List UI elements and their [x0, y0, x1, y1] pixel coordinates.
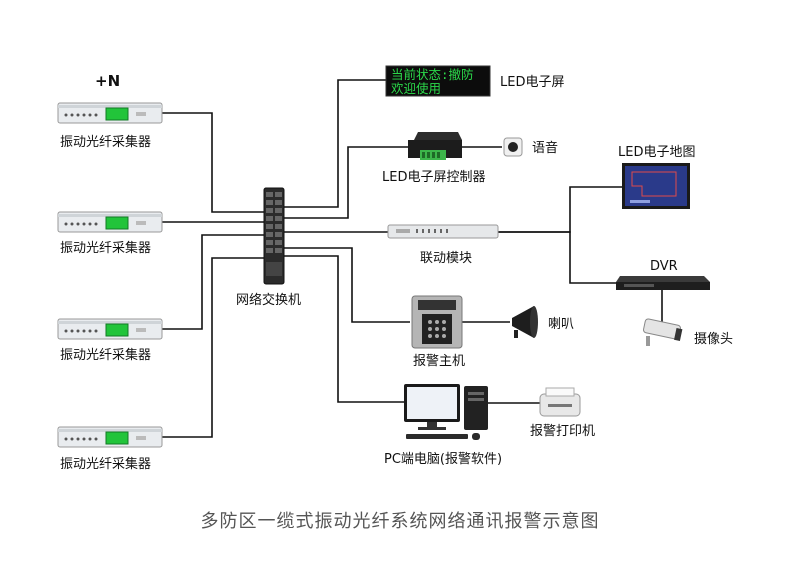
led-screen-label: LED电子屏 — [500, 75, 564, 90]
collector-4: 振动光纤采集器 — [57, 426, 163, 472]
led-controller-label: LED电子屏控制器 — [382, 170, 485, 185]
collector-3-label: 振动光纤采集器 — [60, 347, 151, 363]
camera-label: 摄像头 — [694, 332, 733, 347]
pc-label: PC端电脑(报警软件) — [384, 451, 502, 467]
desktop-pc-icon — [404, 384, 488, 440]
pc: PC端电脑(报警软件) — [384, 384, 502, 467]
linkage-module-label: 联动模块 — [420, 251, 472, 266]
receipt-printer-icon — [539, 387, 581, 417]
led-map-label: LED电子地图 — [618, 145, 695, 160]
horn: 喇叭 — [512, 306, 574, 338]
wire-switch-pc — [283, 255, 404, 403]
wire-module-map — [498, 186, 622, 233]
linkage-module: 联动模块 — [387, 224, 499, 266]
printer-label: 报警打印机 — [530, 423, 595, 439]
cctv-camera-icon — [642, 318, 683, 346]
voice-label: 语音 — [532, 140, 558, 156]
collector-2-label: 振动光纤采集器 — [60, 240, 151, 256]
wire-switch-controller — [283, 146, 408, 219]
horn-label: 喇叭 — [548, 317, 574, 332]
rack-unit-icon — [57, 102, 163, 124]
collector-2: 振动光纤采集器 — [57, 211, 163, 256]
printer: 报警打印机 — [530, 387, 595, 439]
wire-collector-3 — [162, 234, 268, 330]
controller-box-icon — [408, 132, 462, 160]
camera: 摄像头 — [642, 318, 733, 347]
dvr: DVR — [616, 259, 710, 290]
connection-lines — [162, 79, 663, 438]
led-screen: 当前状态:撤防 欢迎使用 LED电子屏 — [385, 65, 564, 97]
dvr-label: DVR — [650, 259, 678, 274]
voice: 语音 — [503, 137, 558, 157]
wire-collector-1 — [162, 112, 268, 213]
wire-module-dvr — [498, 231, 616, 284]
led-controller: LED电子屏控制器 — [382, 132, 485, 185]
led-display-icon: 当前状态:撤防 欢迎使用 — [385, 65, 491, 97]
rack-module-icon — [387, 224, 499, 239]
map-screen-icon — [622, 163, 690, 209]
collector-4-label: 振动光纤采集器 — [60, 456, 151, 472]
switch-label: 网络交换机 — [236, 292, 301, 308]
alarm-keypad-icon — [411, 295, 463, 349]
rack-unit-icon — [57, 426, 163, 448]
rack-unit-icon — [57, 318, 163, 340]
collector-1-label: 振动光纤采集器 — [60, 134, 151, 150]
led-map: LED电子地图 — [618, 145, 695, 209]
network-switch-icon — [263, 187, 285, 285]
wire-collector-4 — [162, 257, 268, 438]
wire-switch-led — [283, 79, 388, 208]
collector-3: 振动光纤采集器 — [57, 318, 163, 363]
led-line-1: 当前状态:撤防 — [391, 67, 474, 82]
rack-unit-icon — [57, 211, 163, 233]
alarm-host: 报警主机 — [411, 295, 465, 369]
diagram-caption: 多防区一缆式振动光纤系统网络通讯报警示意图 — [201, 511, 600, 532]
alarm-host-label: 报警主机 — [413, 353, 465, 369]
collector-1: 振动光纤采集器 — [57, 102, 163, 150]
speaker-icon — [503, 137, 523, 157]
horn-speaker-icon — [512, 306, 538, 338]
plus-n-label: +N — [95, 72, 120, 90]
led-line-2: 欢迎使用 — [391, 81, 441, 96]
dvr-icon — [616, 276, 710, 290]
switch: 网络交换机 — [236, 187, 301, 308]
wire-switch-alarmhost — [283, 247, 410, 323]
